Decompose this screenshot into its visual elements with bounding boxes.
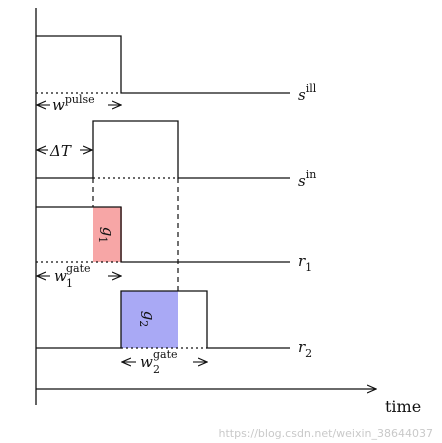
- s-in-label: sin: [298, 168, 316, 190]
- r2-label: r2: [298, 338, 312, 360]
- s-ill-waveform: [36, 35, 290, 94]
- w2-gate-sup: gate: [153, 348, 178, 361]
- g1-region-label: g1: [96, 227, 117, 244]
- time-axis-label: time: [385, 397, 421, 416]
- s-ill-label: sill: [298, 82, 317, 104]
- w-pulse-label: wpulse: [52, 93, 95, 114]
- s-in-waveform: [36, 120, 290, 179]
- w1-gate-sub: 1: [66, 277, 73, 290]
- w2-gate-label: w: [140, 353, 153, 371]
- g1-region: [93, 207, 122, 262]
- w2-gate-sub: 2: [153, 363, 160, 376]
- w1-gate-label: w: [54, 267, 67, 285]
- g2-region-label: g2: [137, 311, 158, 328]
- r2-waveform: [36, 290, 290, 349]
- watermark: https://blog.csdn.net/weixin_38644037: [218, 427, 433, 440]
- delta-t-label: ΔT: [49, 142, 72, 160]
- g2-region: [121, 291, 178, 348]
- w1-gate-sup: gate: [66, 262, 91, 275]
- r1-waveform: [36, 206, 290, 263]
- r1-label: r1: [298, 252, 312, 274]
